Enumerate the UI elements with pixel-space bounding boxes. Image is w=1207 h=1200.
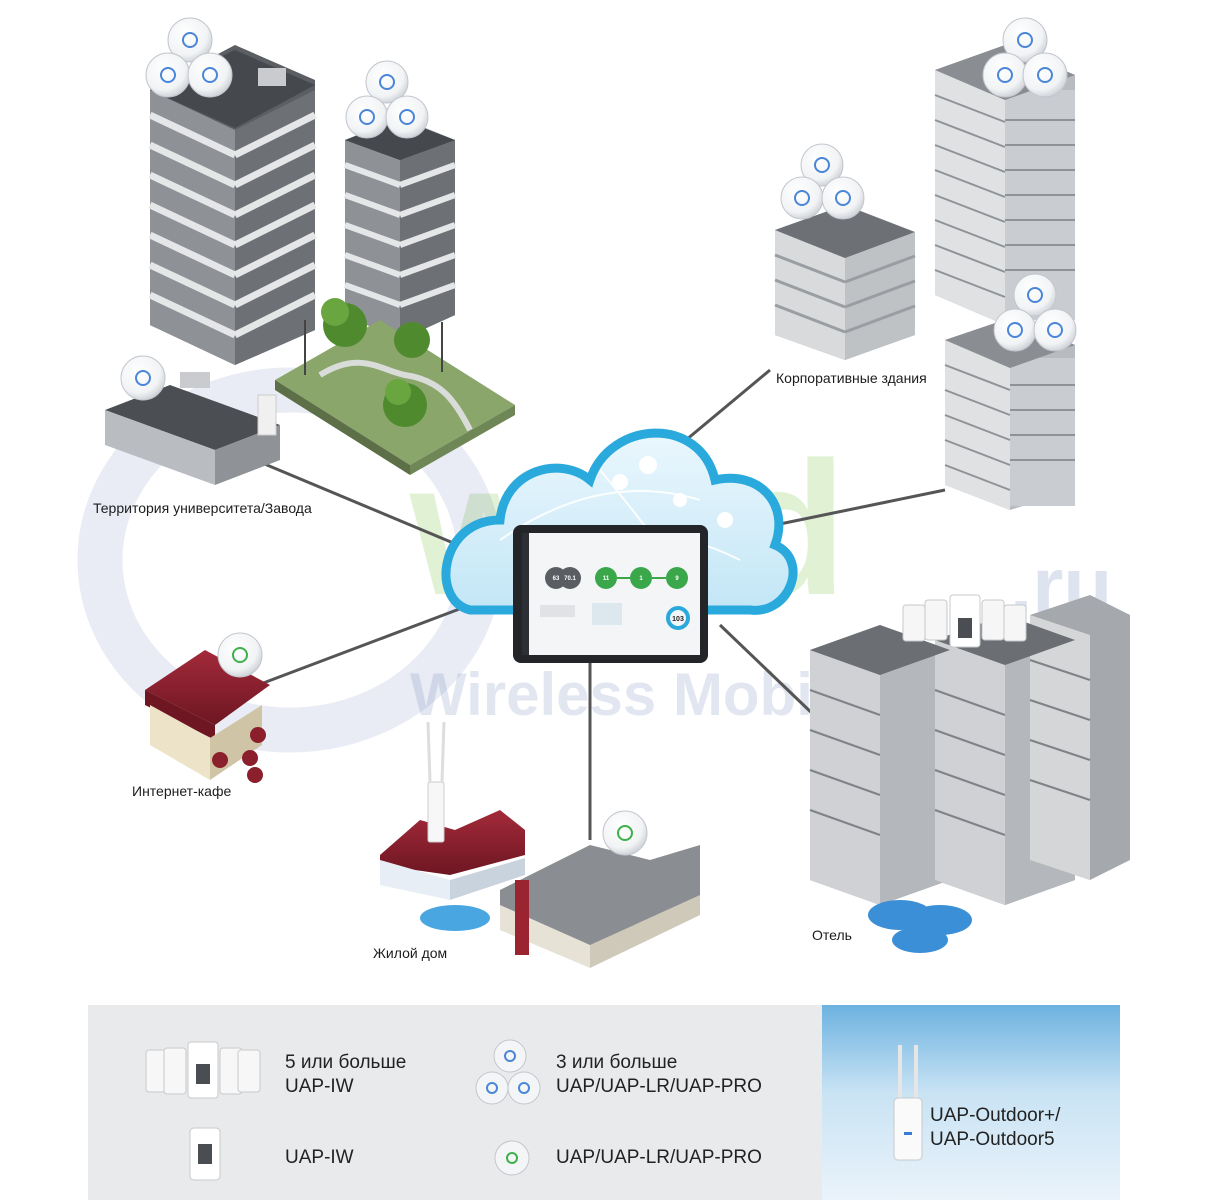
ap-icon <box>993 308 1037 352</box>
uap-group-icon <box>475 1039 541 1105</box>
link-cafe <box>257 603 471 687</box>
uap-iw-group-icon <box>145 1041 261 1099</box>
gauge-1: 63 <box>553 576 560 582</box>
gauge-5: 9 <box>675 576 679 582</box>
link-corporate <box>679 368 771 447</box>
residential-houses <box>380 721 700 968</box>
university-low-building <box>105 372 280 485</box>
label-hotel: Отель <box>812 927 852 943</box>
legend-uap-many-line2: UAP/UAP-LR/UAP-PRO <box>556 1076 762 1097</box>
link-corporate-tower <box>774 488 946 527</box>
uap-single-icon <box>494 1140 530 1176</box>
ap-icon <box>1013 273 1057 317</box>
legend-uap-iw-single: UAP-IW <box>285 1147 354 1168</box>
ap-icon <box>1033 308 1077 352</box>
cafe-building <box>145 650 270 783</box>
gauge-2: 70.1 <box>564 576 576 582</box>
ap-icon <box>120 355 166 401</box>
ap-icon <box>145 52 191 98</box>
ap-icon <box>365 60 409 104</box>
ap-icon <box>385 95 429 139</box>
legend-uap-iw-many-line2: UAP-IW <box>285 1076 354 1097</box>
gauge-4: 1 <box>639 576 643 582</box>
ap-icon <box>780 176 824 220</box>
link-university <box>254 458 471 552</box>
ap-icon <box>1002 17 1048 63</box>
corporate-building <box>774 205 916 360</box>
tablet-dashboard <box>513 525 708 663</box>
legend-outdoor-line2: UAP-Outdoor5 <box>930 1129 1055 1150</box>
access-points-green <box>217 632 648 856</box>
legend-uap-many-line1: 3 или больше <box>556 1052 678 1073</box>
legend-uap-iw-many-line1: 5 или больше <box>285 1052 407 1073</box>
ap-icon <box>602 810 648 856</box>
gauge-3: 11 <box>603 576 610 582</box>
label-residential: Жилой дом <box>373 945 448 961</box>
ap-icon <box>982 52 1028 98</box>
legend-outdoor-panel <box>822 1005 1120 1200</box>
hotel-building <box>809 595 1130 953</box>
label-internet-cafe: Интернет-кафе <box>132 783 232 799</box>
donut-value: 103 <box>672 616 684 623</box>
ap-icon <box>187 52 233 98</box>
ap-icon <box>800 143 844 187</box>
uap-iw-single-icon <box>189 1127 221 1181</box>
legend-uap-single: UAP/UAP-LR/UAP-PRO <box>556 1147 762 1168</box>
uap-outdoor-icon <box>893 1045 923 1161</box>
university-second-tower <box>343 118 457 340</box>
ap-icon <box>821 176 865 220</box>
access-points-blue <box>120 17 1077 401</box>
label-university: Территория университета/Завода <box>93 500 312 516</box>
ap-icon <box>1022 52 1068 98</box>
network-diagram: 63 70.1 11 1 9 103 <box>77 17 1130 968</box>
label-corporate: Корпоративные здания <box>776 370 927 386</box>
park <box>275 298 515 475</box>
ap-icon <box>345 95 389 139</box>
corporate-tower-lower <box>944 318 1075 510</box>
ap-icon <box>167 17 213 63</box>
legend-outdoor-line1: UAP-Outdoor+/ <box>930 1105 1061 1126</box>
university-tall-tower <box>148 45 317 365</box>
inwall-ap-cluster <box>902 594 1027 648</box>
ap-icon <box>217 632 263 678</box>
